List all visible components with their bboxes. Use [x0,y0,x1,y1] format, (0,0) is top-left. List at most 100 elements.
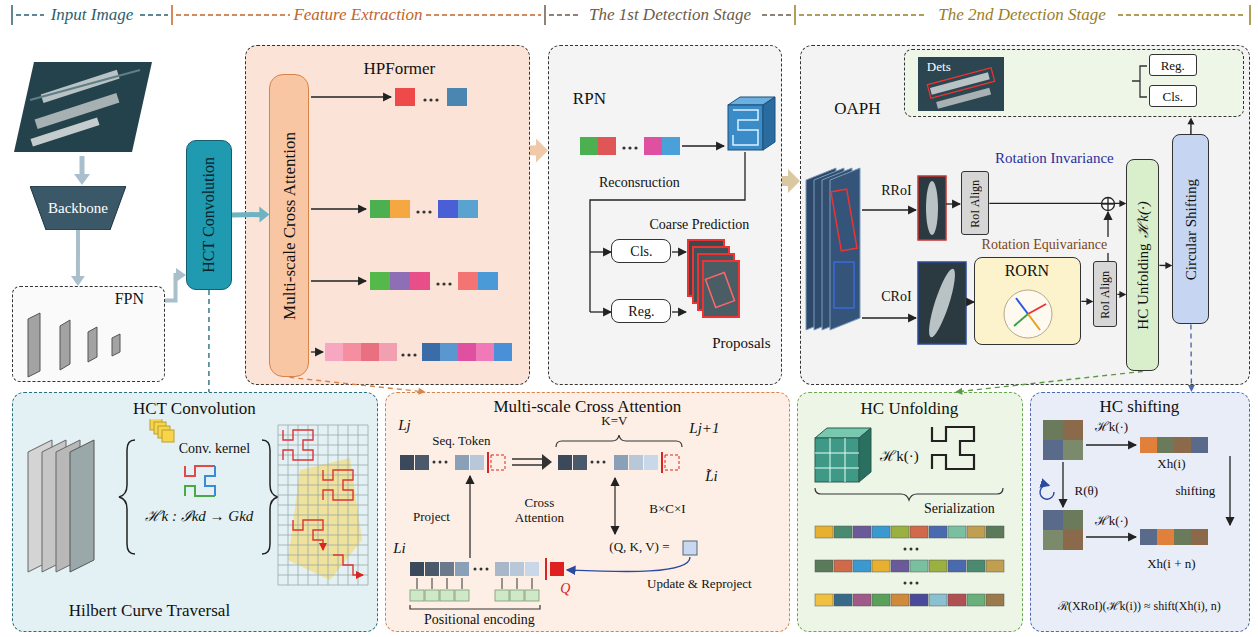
oaph-illustration-part [918,262,966,344]
text-label: Serialization [922,501,997,517]
token-sequences-part [401,353,404,356]
cross-attention-detail-part [545,558,547,580]
text-label: ℋk(·) [878,449,921,466]
cross-attention-detail-part [415,455,429,470]
rpn-illustration-part [598,137,616,155]
text-label: HCT Convolution [131,400,258,420]
hc-unfolding-detail-part-part [853,560,871,572]
text-label: Coarse Prediction [647,217,751,233]
connector [71,230,85,286]
rpn-illustration-part [622,146,625,149]
hc-shifting-detail-part [1043,420,1063,440]
token-sequences-part [379,343,397,361]
token-sequences-part [494,343,512,361]
token-sequences-part-part [311,96,391,97]
oaph-illustration-part [1028,304,1046,314]
text-wrap: Backbone [45,199,111,217]
hc-unfolding-detail-part-part [891,526,909,538]
rpn-illustration-part [590,311,611,312]
hc-unfolding-detail-part [815,438,859,482]
rpn-illustration-part [763,97,775,150]
hc-unfolding-detail-part-part [910,560,928,572]
token-sequences-part [478,272,498,290]
hc-shifting-detail-part [1140,437,1157,453]
arrowhead [71,276,85,286]
cross-attention-detail-part [558,455,572,470]
token-sequences-part [436,282,439,285]
oaph-illustration-part [1028,314,1040,330]
hc-unfolding-detail-part [904,582,907,585]
text-label: Cls. [1162,89,1183,104]
hc-unfolding-detail-part-part [853,526,871,538]
oaph-illustration-part [862,209,916,210]
hc-unfolding-detail-part-part [910,526,928,538]
text-label: Lj+1 [687,421,721,438]
hc-unfolding-detail-part-part [929,560,947,572]
token-sequences-part [410,272,430,290]
hc-shifting-detail-part [1086,536,1136,537]
token-sequences-part [442,282,445,285]
text-wrap: HC Unfoldingℋk(·) [1134,198,1152,333]
token-sequences-part-part [311,208,366,209]
cross-attention-detail-part-part [525,590,539,601]
hct-conv-detail-part [323,470,353,500]
text-label: ℋk(·) [1093,514,1131,529]
oaph-illustration-part [1014,314,1028,326]
rpn-illustration-part [705,272,734,307]
cross-attention-detail-part [603,461,606,464]
token-sequences-part [448,282,451,285]
stage-header-rule-part [1118,14,1246,16]
text-wrap: Reg. [1158,56,1188,74]
hc-unfolding-detail-part [910,548,913,551]
token-sequences-part [395,88,415,106]
cross-attention-detail-part [440,562,454,576]
oaph-illustration-part [966,301,974,302]
hc-shifting-detail-part [1062,462,1063,507]
connector [165,268,186,300]
hc-unfolding-detail-part-part [815,560,833,572]
token-sequences-part [325,343,343,361]
connector-line [989,203,1120,204]
hc-shifting-detail-part [1063,510,1083,530]
cross-attention-detail-part [410,562,424,576]
text-label: Proposals [710,336,772,353]
cross-attention-detail-part [439,461,442,464]
cross-attention-detail-part [425,562,439,576]
hct-conv-detail-part [293,520,323,550]
cross-attention-detail-part [474,568,477,571]
stage-header-rule-part [1249,5,1251,25]
text-wrap: HCT Convolution [200,154,218,276]
token-sequences-part [370,272,390,290]
text-label: K=V [599,414,629,429]
hc-unfolding-detail-part [859,428,871,482]
oaph-illustration-part [1016,298,1028,314]
hc-unfolding-detail-part [904,548,907,551]
hc-shifting-detail-part [1043,510,1063,530]
text-label: Lj [396,418,413,435]
oaph-illustration-part [862,317,916,318]
connector [208,290,209,392]
oaph-illustration-part [936,88,991,109]
hc-unfolding-detail-part-part [967,594,985,606]
cross-attention-detail-part [661,452,663,473]
text-label: Li [391,541,408,558]
cross-attention-detail-part [469,476,470,558]
text-label: HC Unfolding [1135,243,1151,329]
text-label: Seq. Token [430,434,492,449]
cls-box: Cls. [1149,85,1197,107]
connector [530,138,548,162]
flow-arrow [74,156,90,185]
hc-unfolding-detail-part-part [986,560,1004,572]
token-sequences-part-part [311,280,366,281]
input-image-part [14,62,152,152]
hc-unfolding-detail-part-part [948,526,966,538]
token-sequences-part [458,343,476,361]
fpn-layers-part [60,320,70,370]
oaph-illustration-part [926,181,938,235]
rpn-illustration-part [733,110,758,145]
text-label: RRoI [879,183,913,199]
rpn-illustration-part [662,137,680,155]
text-label: Rotation Equivariance [980,237,1110,253]
cross-attention-detail-part [487,452,489,473]
text-label: R(θ) [1073,484,1101,499]
